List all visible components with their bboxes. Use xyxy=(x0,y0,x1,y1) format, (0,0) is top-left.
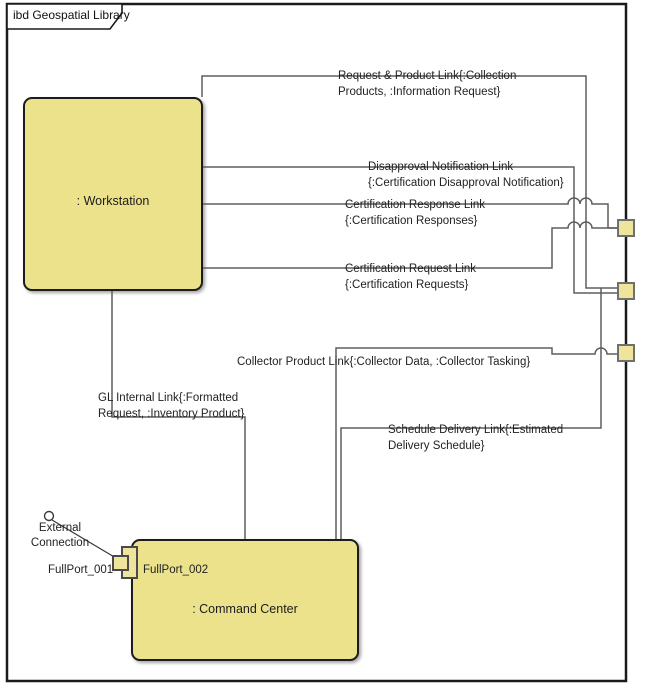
label-line: Certification Request Link xyxy=(345,263,477,275)
frame-port-bottom[interactable] xyxy=(617,344,635,362)
label-line: External xyxy=(38,522,82,534)
external-connection-label: External Connection xyxy=(24,521,96,551)
label-line: Delivery Schedule} xyxy=(388,440,485,452)
connector-request-product-link[interactable] xyxy=(201,75,617,289)
label-line: Disapproval Notification Link xyxy=(368,161,514,173)
external-connection[interactable] xyxy=(43,510,117,559)
label-line: {:Certification Disapproval Notification… xyxy=(368,177,564,189)
fullport-001-symbol[interactable] xyxy=(112,555,129,571)
command-center-label: : Command Center xyxy=(192,602,298,616)
external-connection-line xyxy=(51,519,117,559)
external-connection-ball-icon xyxy=(43,510,55,522)
connector-collector-product-link[interactable] xyxy=(335,347,617,540)
label-line: Connection xyxy=(30,537,90,549)
block-workstation[interactable]: : Workstation xyxy=(23,97,203,291)
gl-internal-link-label: GL Internal Link{:Formatted Request, :In… xyxy=(98,390,244,422)
certification-response-link-label: Certification Response Link {:Certificat… xyxy=(345,197,485,229)
label-line: Certification Response Link xyxy=(345,199,485,211)
frame-title: ibd Geospatial Library xyxy=(13,8,130,22)
fullport-001-label: FullPort_001 xyxy=(48,564,114,576)
frame-port-middle[interactable] xyxy=(617,282,635,300)
block-command-center[interactable]: : Command Center xyxy=(131,539,359,661)
fullport-002-label: FullPort_002 xyxy=(143,564,209,576)
certification-request-link-label: Certification Request Link {:Certificati… xyxy=(345,261,476,293)
request-product-link-label: Request & Product Link{:Collection Produ… xyxy=(338,68,516,100)
label-line: Products, :Information Request} xyxy=(338,86,501,98)
connector-certification-request-link[interactable] xyxy=(201,221,617,269)
workstation-label: : Workstation xyxy=(76,194,150,208)
frame-title-tab xyxy=(6,3,123,30)
collector-product-link-label: Collector Product Link{:Collector Data, … xyxy=(237,354,530,370)
schedule-delivery-link-label: Schedule Delivery Link{:Estimated Delive… xyxy=(388,422,563,454)
frame-port-top[interactable] xyxy=(617,219,635,237)
connector-certification-response-link[interactable] xyxy=(201,197,617,229)
label-line: {:Certification Responses} xyxy=(345,215,478,227)
connector-schedule-delivery-link[interactable] xyxy=(340,288,602,540)
label-line: Collector Product Link{:Collector Data, … xyxy=(237,356,531,368)
diagram-frame-border xyxy=(5,2,628,683)
connector-disapproval-notification-link[interactable] xyxy=(201,166,617,294)
label-line: {:Certification Requests} xyxy=(345,279,469,291)
label-line: Schedule Delivery Link{:Estimated xyxy=(388,424,564,436)
disapproval-notification-link-label: Disapproval Notification Link {:Certific… xyxy=(368,159,564,191)
connector-gl-internal-link[interactable] xyxy=(111,289,246,540)
label-line: Request & Product Link{:Collection xyxy=(338,70,517,82)
label-line: Request, :Inventory Product} xyxy=(98,408,245,420)
label-line: GL Internal Link{:Formatted xyxy=(98,392,239,404)
